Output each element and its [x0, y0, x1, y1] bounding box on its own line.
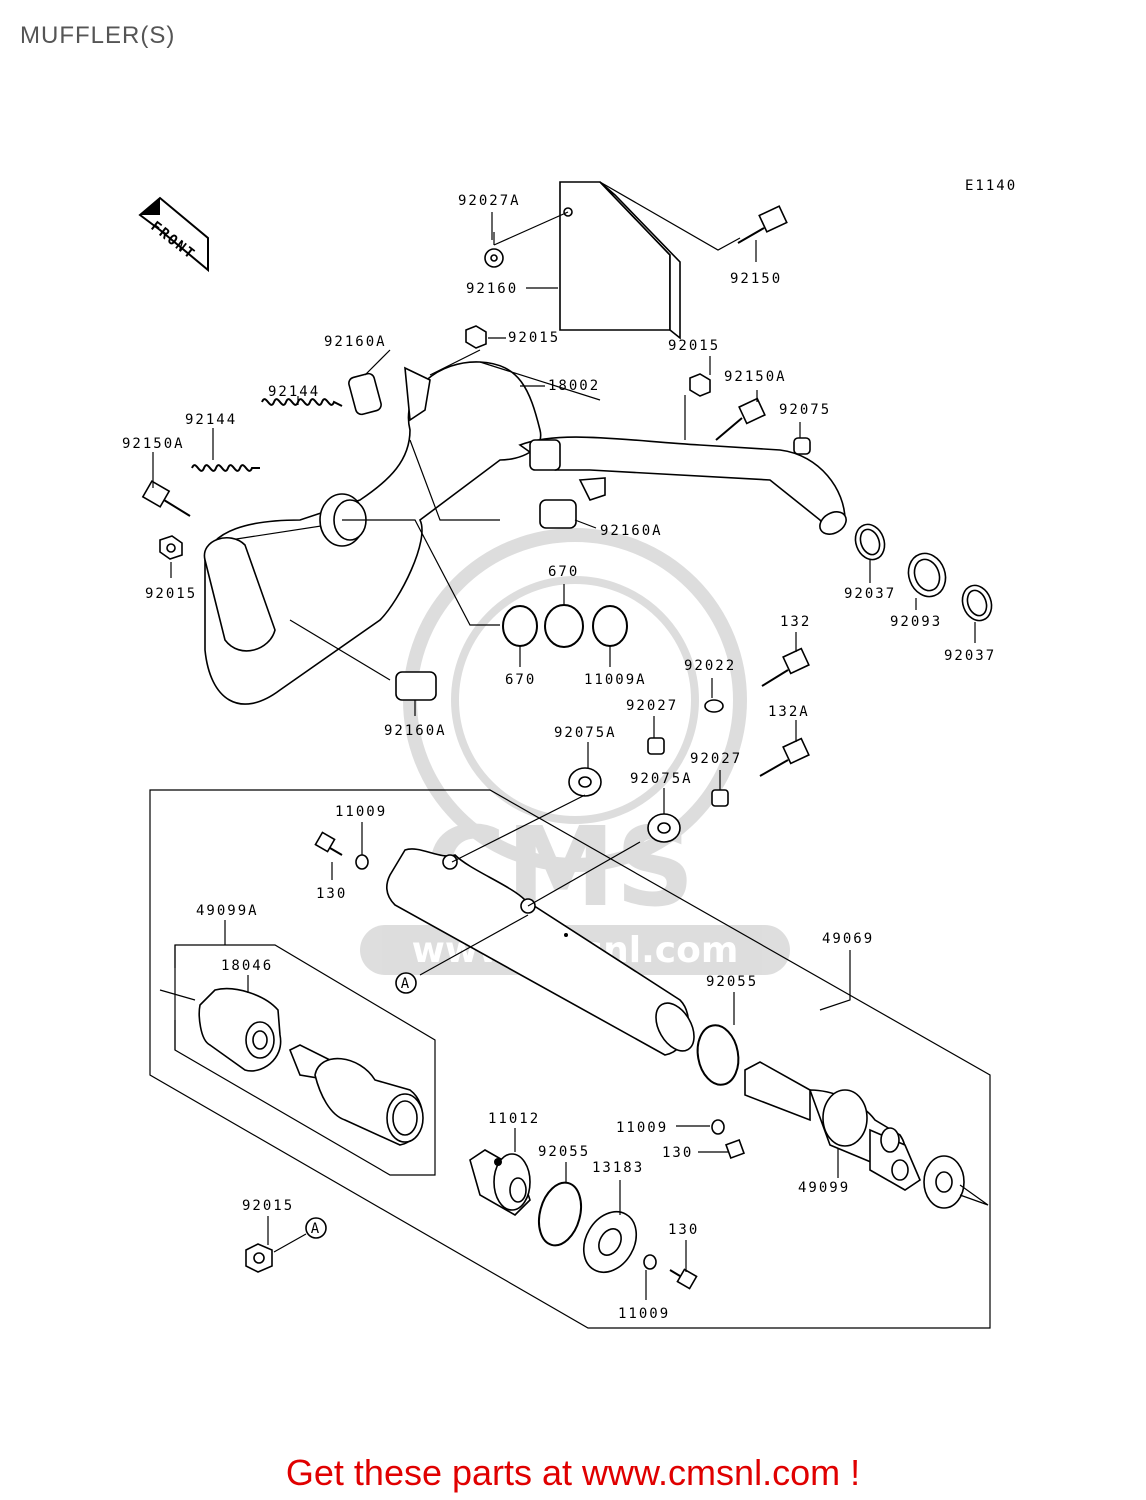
- end-cap-11012: [469, 1149, 531, 1216]
- part-label: 92075A: [554, 725, 617, 741]
- part-label: 11012: [488, 1111, 540, 1127]
- spring-92144-upper: [261, 398, 343, 407]
- part-label: 92015: [145, 586, 197, 602]
- leader-lines: [152, 212, 976, 1300]
- part-label: 49099: [798, 1180, 850, 1196]
- svg-text:A: A: [401, 976, 411, 992]
- grommet-92075a-upper: [568, 767, 602, 797]
- part-label: 92093: [890, 614, 942, 630]
- part-label: 92144: [268, 384, 320, 400]
- part-label: 92150A: [724, 369, 787, 385]
- bracket-92160a-top: [348, 366, 431, 422]
- grommet-92075: [793, 437, 811, 455]
- grommet-92027a: [484, 248, 504, 268]
- part-label: 670: [548, 564, 579, 580]
- washer-11009-mid: [711, 1119, 725, 1135]
- bracket-92160a-low: [395, 671, 437, 701]
- part-label: 130: [668, 1222, 699, 1238]
- ref-marker-a-lower: A: [305, 1217, 327, 1239]
- nut-92015-bottom: [245, 1243, 273, 1273]
- gasket-670-right: [544, 604, 584, 648]
- part-label: 92160A: [384, 723, 447, 739]
- part-label: 49099A: [196, 903, 259, 919]
- bracket-92160a-mid: [539, 477, 606, 529]
- part-label: 130: [662, 1145, 693, 1161]
- part-label: 11009: [616, 1120, 668, 1136]
- heat-shield: [559, 181, 681, 340]
- part-label: 92055: [538, 1144, 590, 1160]
- part-label: 92160A: [600, 523, 663, 539]
- gasket-670-left: [502, 605, 538, 647]
- part-label: 92027: [626, 698, 678, 714]
- promo-link[interactable]: Get these parts at www.cmsnl.com !: [285, 1452, 861, 1493]
- clamp-92037-left: [854, 523, 886, 561]
- packing-18046: [198, 987, 282, 1072]
- part-label: 92037: [844, 586, 896, 602]
- clamp-92037-right: [961, 584, 993, 622]
- part-label: 92150A: [122, 436, 185, 452]
- part-label: 18002: [548, 378, 600, 394]
- part-label: 92015: [668, 338, 720, 354]
- bolt-92150a-right: [715, 397, 766, 441]
- part-label: 92015: [242, 1198, 294, 1214]
- part-label: 11009: [618, 1306, 670, 1322]
- bolt-92150: [737, 205, 788, 244]
- bolt-92150a-left: [141, 480, 191, 517]
- part-label: 92027A: [458, 193, 521, 209]
- collar-92027-b: [711, 789, 729, 807]
- part-label: 92022: [684, 658, 736, 674]
- silencer-tube: [385, 848, 695, 1056]
- spring-92144-lower: [191, 464, 260, 472]
- ref-marker-a-upper: A: [395, 972, 417, 994]
- bolt-130-lower: [669, 1268, 698, 1290]
- part-label: 92055: [706, 974, 758, 990]
- nut-92015-left: [159, 535, 183, 560]
- part-label: 132: [780, 614, 811, 630]
- bolt-130-mid: [725, 1139, 745, 1159]
- part-label: 92037: [944, 648, 996, 664]
- part-label: 18046: [221, 958, 273, 974]
- part-label: 11009: [335, 804, 387, 820]
- gasket-11009a: [592, 605, 628, 647]
- part-label: 92160: [466, 281, 518, 297]
- bolt-132: [761, 647, 810, 687]
- collar-92027: [647, 737, 665, 755]
- joint-92093: [907, 552, 947, 598]
- part-label: 92015: [508, 330, 560, 346]
- inner-core-49099a: [288, 1044, 424, 1146]
- part-labels: 92027A 92160 92150 92015 92160A 92015 92…: [122, 193, 996, 1322]
- nut-92015-top: [465, 325, 487, 349]
- grommet-92075a-lower: [647, 813, 681, 843]
- diagram-code: E1140: [965, 178, 1017, 194]
- page-title: MUFFLER(S): [20, 22, 176, 49]
- part-label: 130: [316, 886, 347, 902]
- washer-11009-lower: [643, 1254, 657, 1270]
- part-label: 92027: [690, 751, 742, 767]
- bolt-132a: [759, 737, 810, 777]
- part-label: 92160A: [324, 334, 387, 350]
- front-arrow-icon: FRONT: [138, 196, 209, 273]
- washer-92022: [704, 699, 724, 713]
- inner-core-49099: [744, 1061, 989, 1209]
- silencer-assembly-frame: [149, 789, 991, 1329]
- part-label: 92075A: [630, 771, 693, 787]
- part-label: 11009A: [584, 672, 647, 688]
- part-label: 13183: [592, 1160, 644, 1176]
- part-label: 92150: [730, 271, 782, 287]
- svg-text:A: A: [311, 1221, 321, 1237]
- part-label: 92144: [185, 412, 237, 428]
- nut-92015-right: [689, 373, 711, 397]
- plate-13183: [582, 1211, 638, 1273]
- gasket-92055-right: [696, 1024, 740, 1086]
- bolt-130-upper: [314, 831, 343, 856]
- exhaust-pipe-body: [203, 361, 847, 705]
- washer-11009-upper: [355, 854, 369, 870]
- gasket-92055-left: [537, 1181, 583, 1247]
- part-label: 670: [505, 672, 536, 688]
- part-label: 92075: [779, 402, 831, 418]
- part-label: 49069: [822, 931, 874, 947]
- part-label: 132A: [768, 704, 810, 720]
